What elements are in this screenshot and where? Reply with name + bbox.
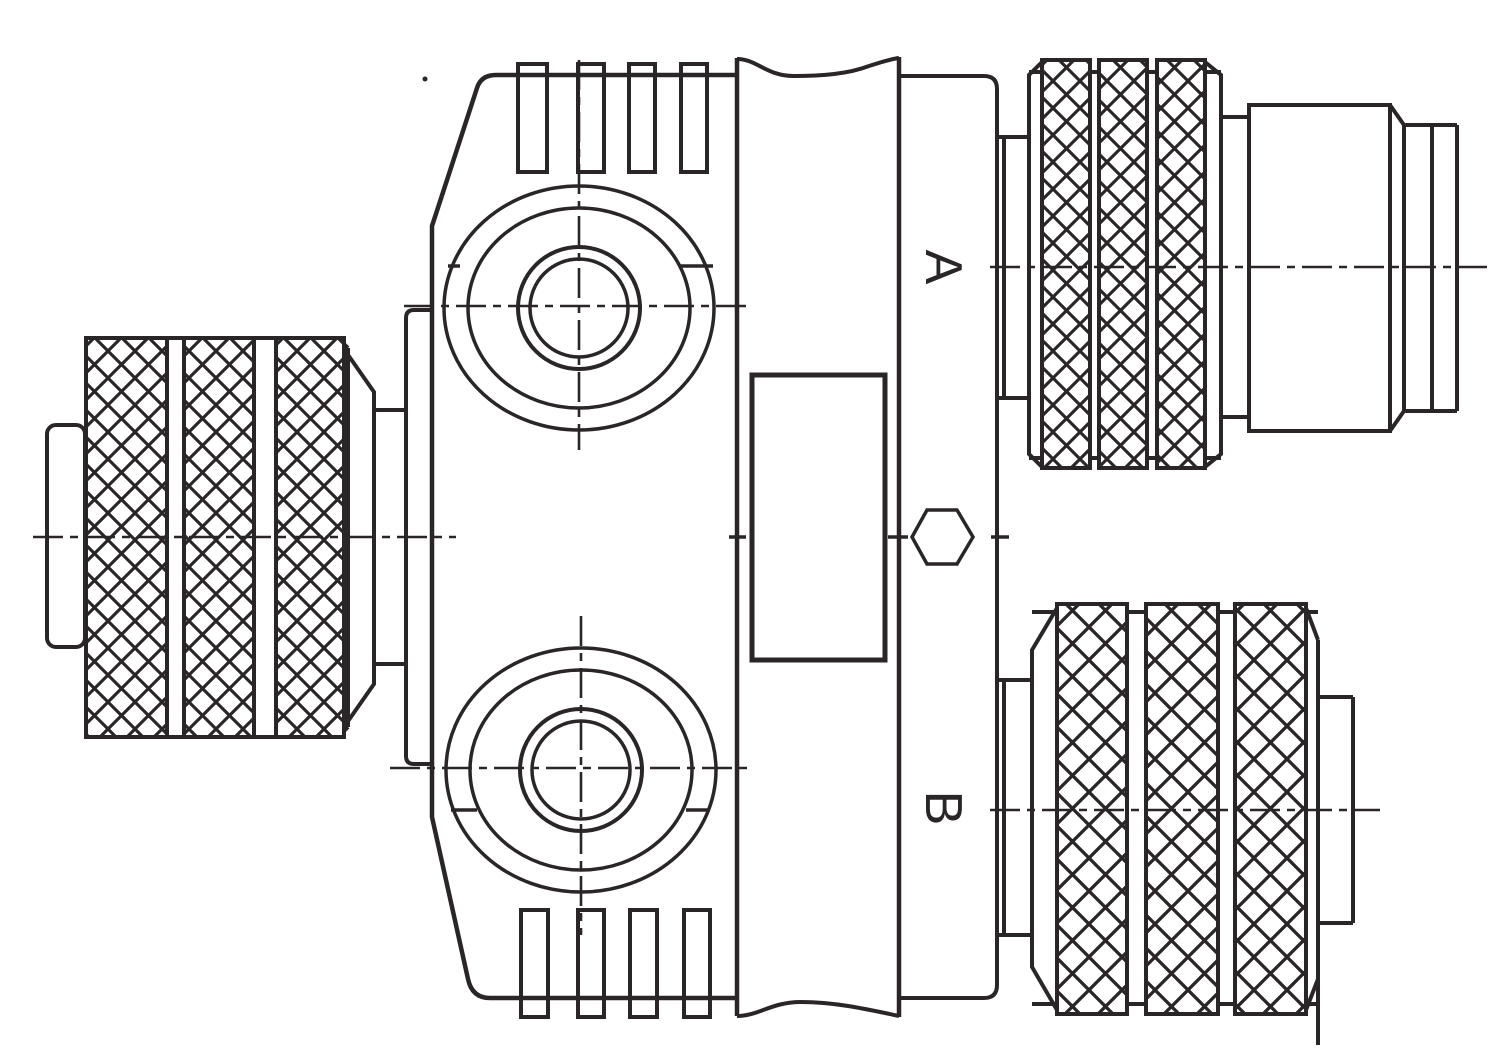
port-b-connector bbox=[990, 602, 1380, 1045]
body-outline bbox=[429, 72, 737, 1001]
lower-port-face bbox=[390, 616, 750, 935]
rib bbox=[679, 62, 709, 174]
knurl-band bbox=[1040, 58, 1092, 470]
knurl-band bbox=[1097, 58, 1149, 470]
knurl-band bbox=[1155, 58, 1207, 470]
port-b-label: B bbox=[914, 791, 972, 826]
port-b-nut-outline bbox=[1030, 606, 1320, 1045]
rib bbox=[627, 62, 657, 174]
rib bbox=[576, 908, 606, 1019]
flange bbox=[734, 56, 902, 1018]
port-a-nut-outline bbox=[1027, 60, 1223, 469]
rib bbox=[516, 62, 549, 174]
rib bbox=[519, 908, 550, 1019]
hex-flat-symbol bbox=[909, 508, 976, 566]
label-plate bbox=[749, 372, 888, 663]
flange-break-line-bottom bbox=[736, 999, 900, 1018]
port-a-label: A bbox=[914, 250, 972, 285]
port-b-stub bbox=[997, 678, 1033, 937]
port-a-knurl-bands bbox=[1040, 58, 1207, 470]
port-a-connector bbox=[990, 58, 1487, 470]
speck-artifact bbox=[422, 76, 428, 82]
main-body: A B bbox=[33, 56, 1009, 1019]
rib bbox=[682, 908, 712, 1019]
marking-strip: A B bbox=[899, 74, 999, 1000]
left-step-cylinder bbox=[374, 408, 407, 666]
rib bbox=[628, 908, 659, 1019]
upper-port-face bbox=[404, 60, 750, 450]
flange-break-line-top bbox=[736, 56, 900, 79]
port-a-end-pilot bbox=[1388, 103, 1459, 433]
bottom-ribs bbox=[519, 908, 712, 1019]
rib bbox=[576, 62, 606, 174]
port-b-cable-end bbox=[1318, 695, 1355, 925]
port-bore-outer bbox=[516, 245, 642, 371]
top-ribs bbox=[516, 62, 709, 174]
port-a-thread-cylinder bbox=[1247, 103, 1392, 433]
port-a-neck bbox=[1221, 115, 1249, 419]
